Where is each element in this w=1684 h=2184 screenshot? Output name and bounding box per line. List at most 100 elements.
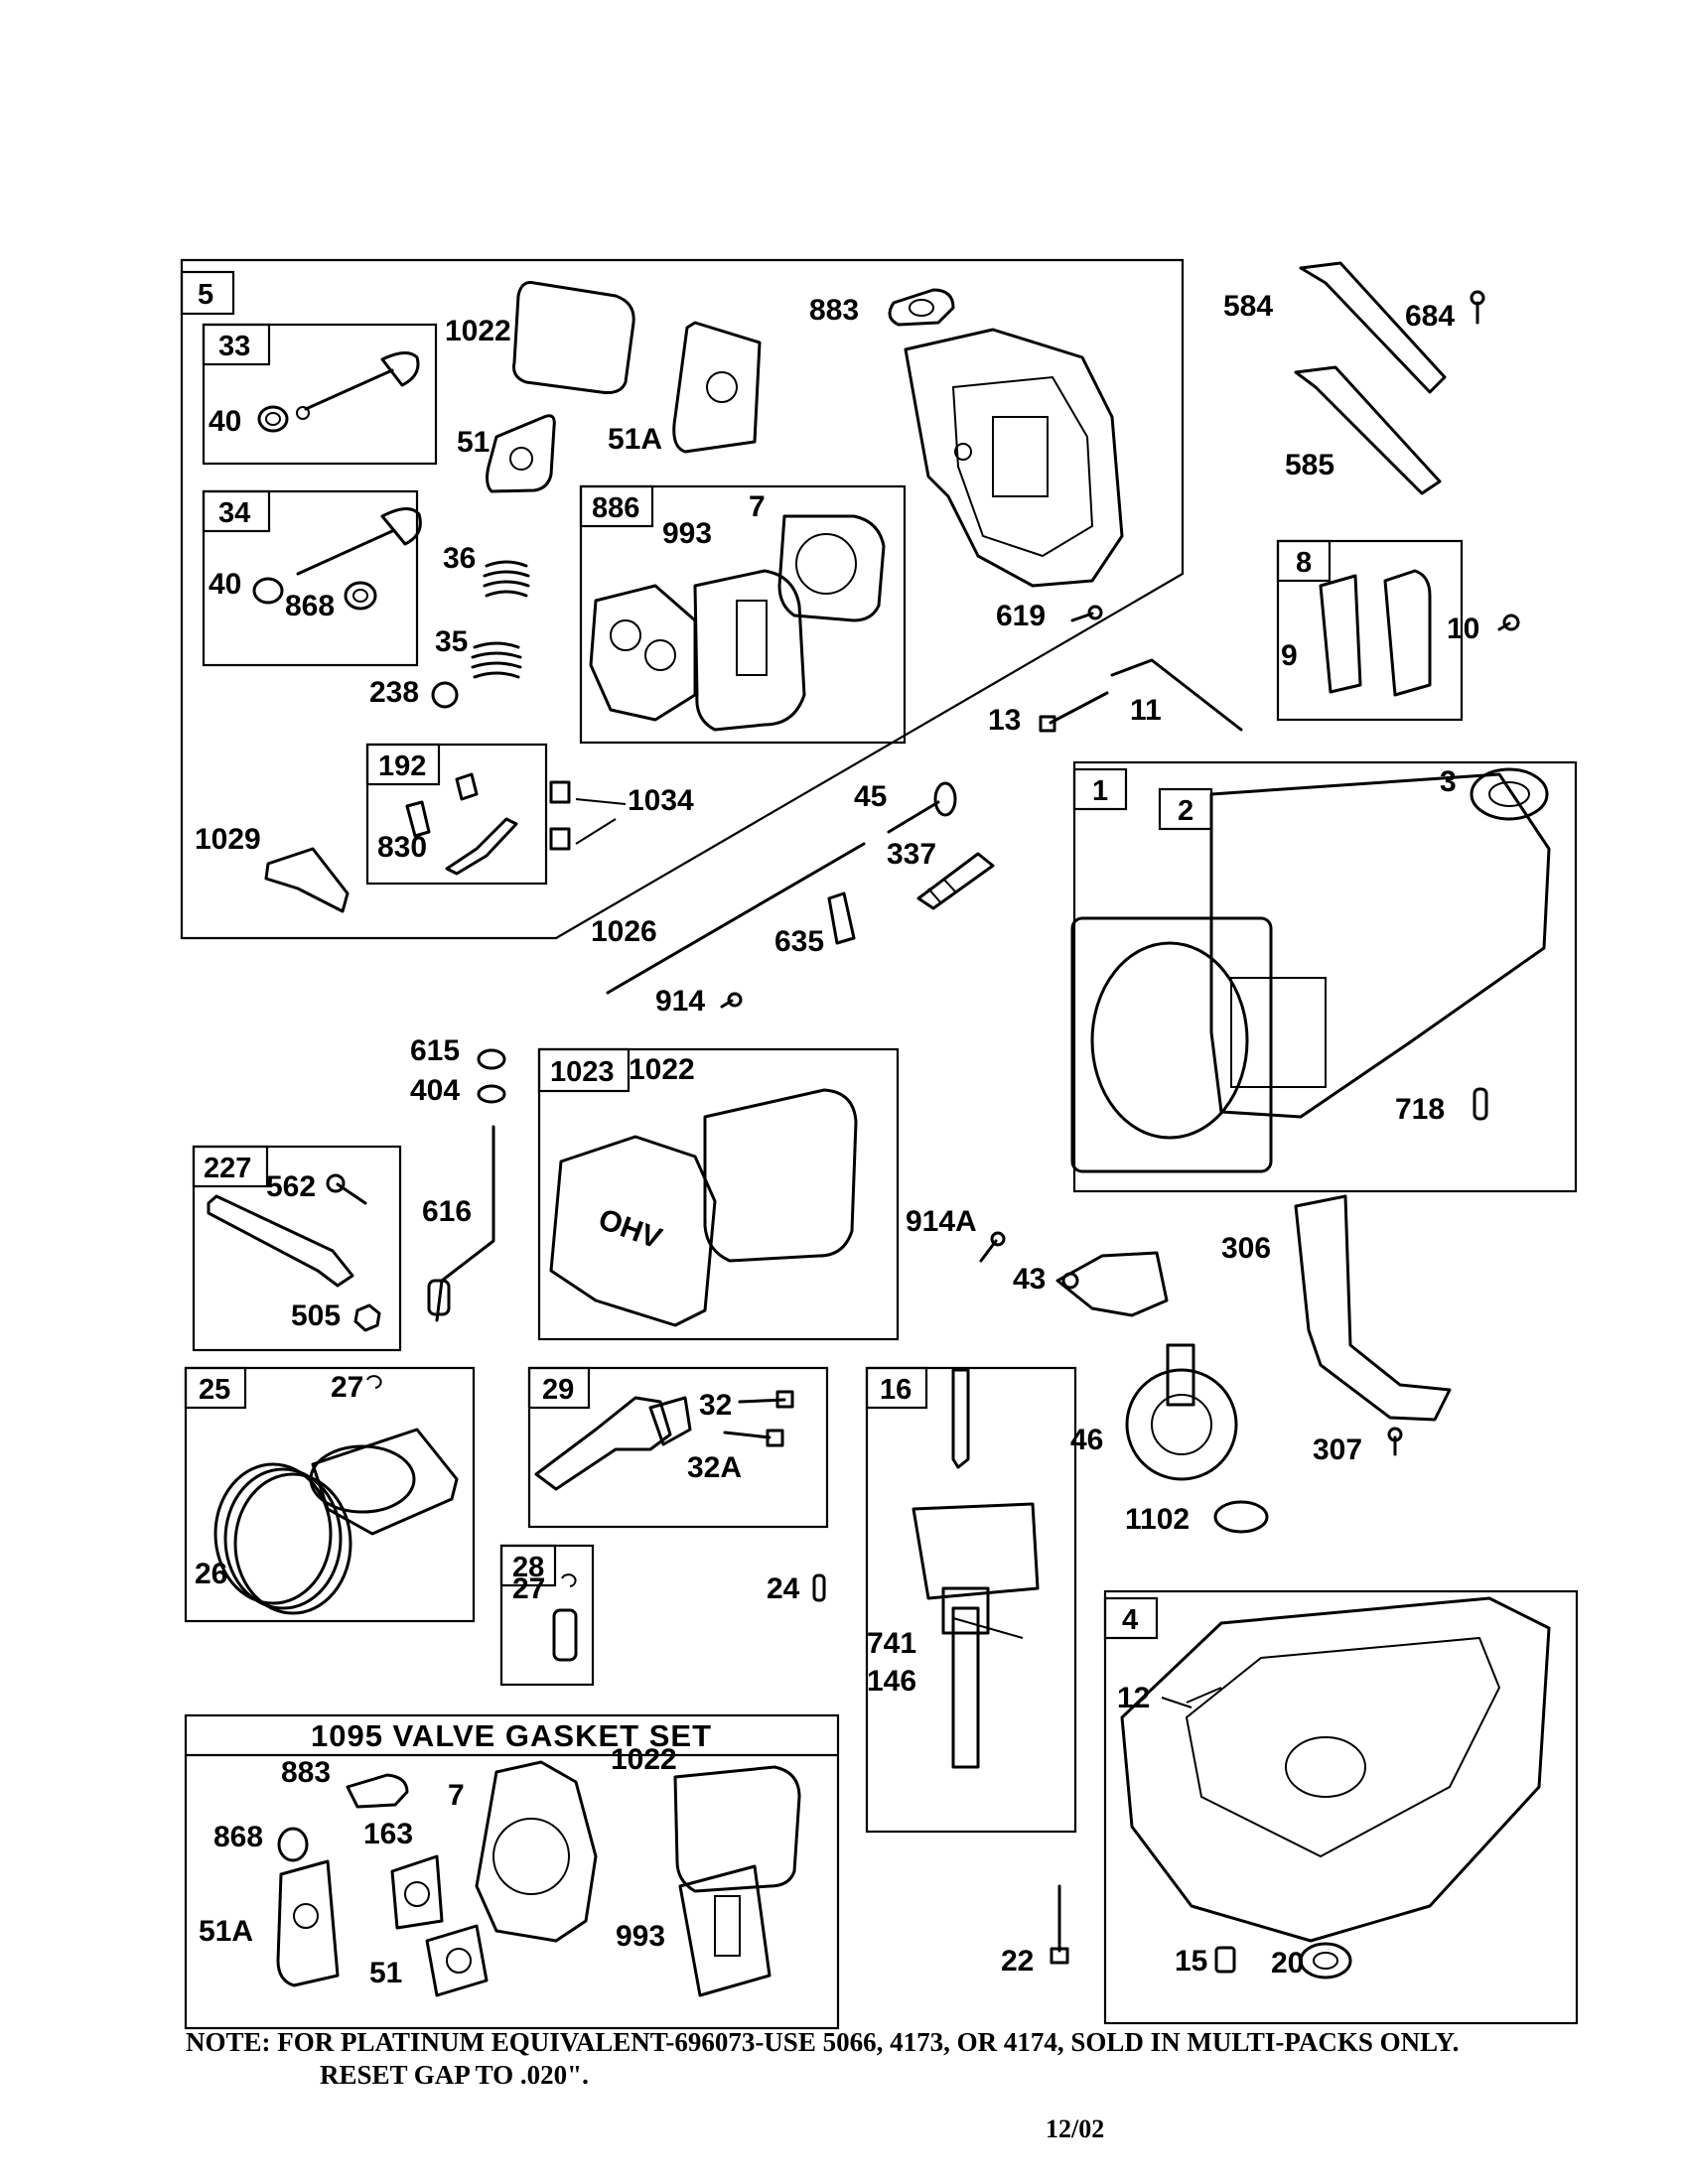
plug-illustration-15 [1214,1946,1236,1974]
breather-illustration [1319,569,1432,697]
callout-1022-set: 1022 [611,1743,677,1776]
callout-4: 4 [1122,1604,1138,1636]
box-label-25 [184,1366,247,1410]
callout-307: 307 [1313,1433,1362,1466]
callout-51: 51 [457,426,490,459]
callout-615: 615 [410,1034,460,1067]
bolt-illustration-13 [1039,691,1109,733]
connecting-rod-illustration [534,1396,692,1491]
box-label-29 [527,1366,591,1410]
callout-1022: 1022 [445,315,511,347]
callout-868: 868 [285,590,335,622]
valve-illustration [296,351,420,420]
callout-993-set: 993 [616,1920,665,1953]
callout-22: 22 [1001,1945,1034,1978]
box-label-8 [1276,539,1332,583]
callout-8: 8 [1296,547,1312,579]
callout-32: 32 [699,1389,732,1422]
callout-993: 993 [662,517,712,550]
screw-illustration-619 [1070,605,1103,622]
bolt-illustration-32 [738,1390,794,1409]
frame-rocker-stud-192 [365,743,548,886]
washer-illustration-404 [477,1084,506,1104]
callout-619: 619 [996,600,1046,632]
callout-3: 3 [1440,765,1457,798]
rocker-arm-illustration [264,847,350,913]
box-label-1023 [537,1047,631,1093]
callout-5: 5 [198,279,213,311]
callout-27: 27 [331,1371,363,1404]
callout-51-set: 51 [369,1957,402,1989]
box-label-33 [202,323,271,366]
screw-illustration-914A [979,1231,1006,1263]
box-label-16 [865,1366,928,1410]
rocker-nut-illustration [549,780,627,851]
callout-1102: 1102 [1125,1503,1190,1536]
oil-seal-illustration [1470,767,1549,821]
cylinder-block-illustration [1070,772,1551,1173]
callout-12: 12 [1117,1682,1150,1714]
box-label-34 [202,489,271,533]
callout-51A-set: 51A [199,1915,253,1948]
rocker-cover-illustration: OHV [549,1088,858,1327]
screw-illustration-10 [1497,614,1520,631]
callout-27-pin: 27 [512,1572,545,1605]
callout-562: 562 [266,1170,316,1203]
governor-assembly-illustration [1055,1251,1169,1317]
callout-10: 10 [1447,613,1479,645]
callout-16: 16 [880,1374,912,1406]
nut-illustration-505 [353,1303,381,1332]
callout-numbers: 1022 883 584 684 585 40 51 51A 40 868 36… [195,290,1479,1989]
callout-43: 43 [1013,1263,1046,1296]
callout-11: 11 [1130,694,1162,727]
callout-34: 34 [218,497,250,529]
dowel-pin-illustration-24 [812,1573,826,1602]
callout-9: 9 [1281,639,1298,672]
callout-35: 35 [435,625,468,658]
clip-illustration-27a [366,1375,382,1389]
frame-exhaust-valve [202,323,438,466]
frame-piston-25 [184,1366,476,1623]
frame-governor-227 [192,1145,402,1352]
governor-shaft-illustration [427,1125,495,1322]
callout-914: 914 [655,985,705,1018]
callout-2: 2 [1178,795,1193,827]
callout-7: 7 [749,490,766,523]
seal-illustration-20 [1299,1942,1352,1979]
rocker-cover-marking: OHV [594,1203,665,1256]
callout-13: 13 [988,704,1021,737]
callout-24: 24 [767,1572,800,1605]
callout-40-intake: 40 [209,568,241,601]
footnote-line-2: RESET GAP TO .020". [320,2060,589,2090]
screw-illustration-684 [1470,290,1485,325]
footnote-line-1: NOTE: FOR PLATINUM EQUIVALENT-696073-USE… [186,2027,1460,2057]
callout-585: 585 [1285,449,1334,481]
frame-rocker-cover-1023 [537,1047,900,1341]
callout-1023: 1023 [550,1056,615,1088]
callout-32A: 32A [687,1451,742,1484]
rocker-stud-illustration [405,772,518,876]
callout-886: 886 [592,492,639,524]
box-label-4 [1103,1596,1159,1640]
frame-valve-gasket-set-1095 [184,1713,840,2030]
frame-gasket-set-886 [579,484,907,745]
callout-25: 25 [199,1374,230,1406]
box-label-5 [180,270,235,316]
callout-1022-cover: 1022 [629,1053,695,1086]
revision-date: 12/02 [1046,2115,1105,2143]
air-baffle-illustration [1294,1194,1452,1422]
gasket-set-contents-illustration [276,1760,801,1997]
crankshaft-illustration [912,1368,1040,1769]
callout-192: 192 [378,751,426,782]
callout-45: 45 [854,780,887,813]
callout-1: 1 [1092,775,1108,807]
clip-illustration-27b [561,1573,577,1587]
box-label-886 [579,484,654,528]
callout-883-set: 883 [281,1756,331,1789]
callout-15: 15 [1175,1945,1207,1978]
callout-7-set: 7 [448,1779,465,1812]
box-label-1 [1072,767,1128,811]
spark-plug-illustration [916,852,995,910]
carb-gasket-illustration [888,288,955,327]
callout-741: 741 [867,1627,916,1660]
